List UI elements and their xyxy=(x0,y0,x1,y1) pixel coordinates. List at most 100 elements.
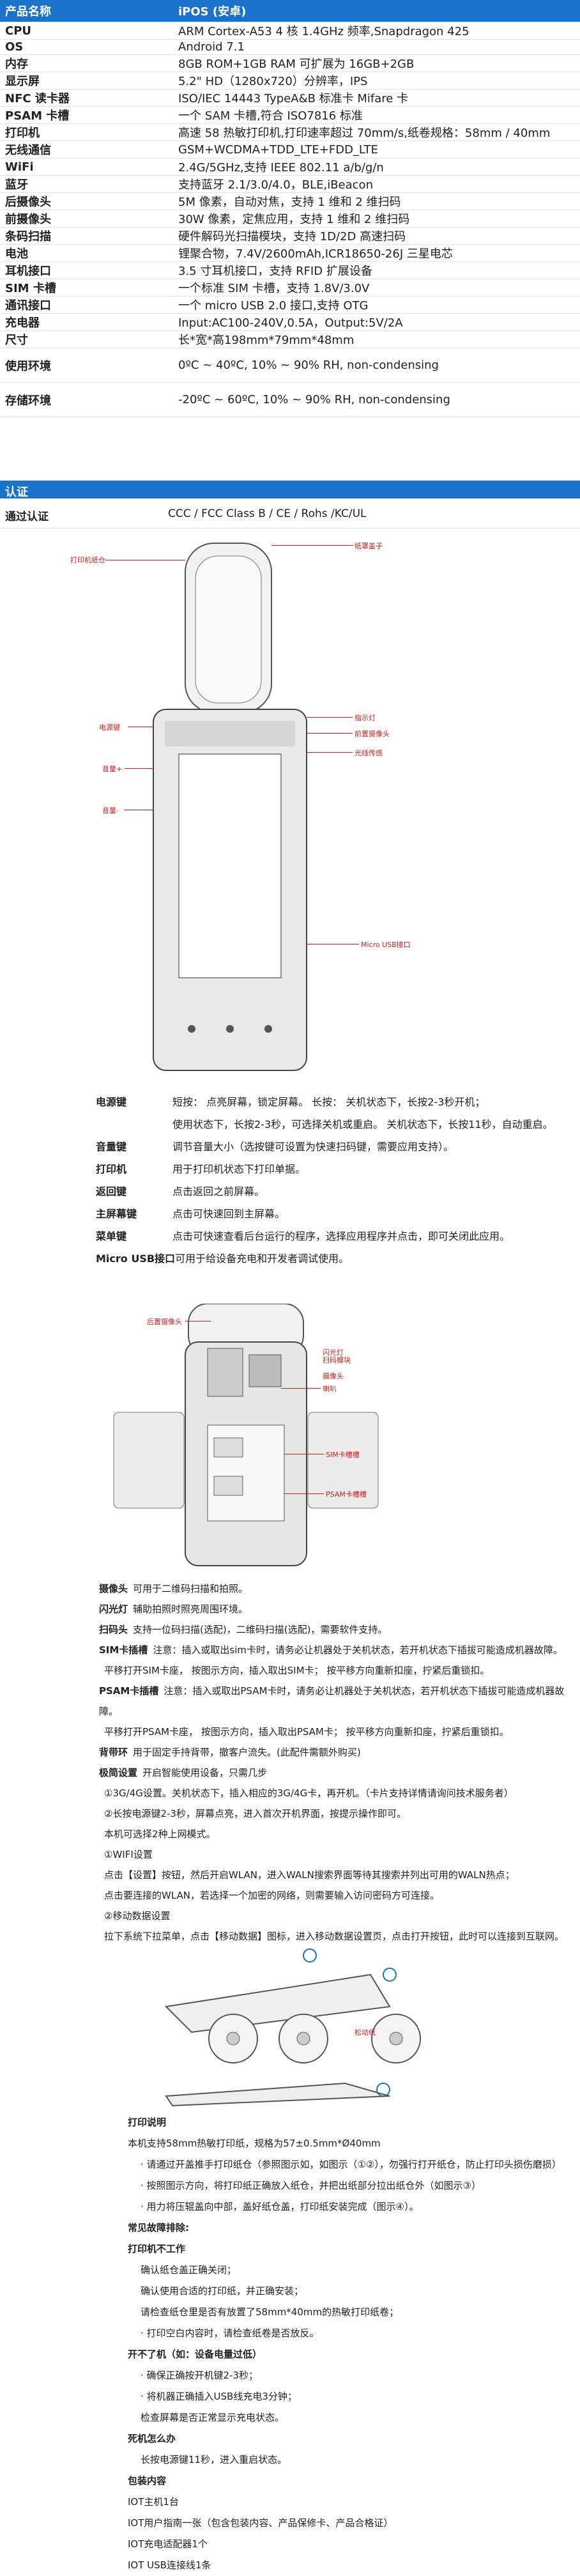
callout-micro-usb: Micro USB接口 xyxy=(361,941,411,949)
button-desc-title: 音量键 xyxy=(96,1141,127,1153)
note-title: 扫码头 xyxy=(99,1624,128,1635)
note-row: 平移打开PSAM卡座， 按图示方向，插入取出PSAM卡； 按平移方向重新扣座，拧… xyxy=(99,1722,565,1742)
spec-value: Android 7.1 xyxy=(173,39,580,55)
front-device-illustration xyxy=(153,543,307,1071)
spec-label: 使用环境 xyxy=(0,348,173,383)
spec-header-row: 产品名称 iPOS (安卓) xyxy=(0,0,580,22)
note-text: ①3G/4G设置。关机状态下，插入相应的3G/4G卡，再开机。（卡片支持详情请询… xyxy=(104,1787,514,1799)
callout-line xyxy=(307,944,359,945)
instruction-line: 检查屏幕是否正常显示充电状态。 xyxy=(141,2412,285,2423)
instruction-heading: 打印机不工作 xyxy=(128,2243,186,2255)
button-desc-row: 电源键短按： 点亮屏幕，锁定屏幕。 长按： 关机状态下，长按2-3秒开机； xyxy=(96,1091,569,1113)
spec-value: Input:AC100-240V,0.5A，Output:5V/2A xyxy=(173,313,580,331)
spec-row: SIM 卡槽一个标准 SIM 卡槽，支持 1.8V/3.0V xyxy=(0,279,580,297)
spec-header-label: 产品名称 xyxy=(0,0,173,22)
spec-value: 5.2" HD（1280x720）分辨率，IPS xyxy=(173,72,580,89)
button-desc-row: 音量键 调节音量大小（选按键可设置为快速扫码键，需要应用支持）。 xyxy=(96,1136,569,1158)
callout-line xyxy=(125,768,153,769)
button-desc-title: 打印机 xyxy=(96,1163,127,1175)
instruction-line: · 打印空白内容时，请检查纸卷是否放反。 xyxy=(141,2327,319,2339)
instruction-line: 长按电源键11秒，进入重启状态。 xyxy=(141,2454,287,2465)
instruction-heading: 开不了机（如：设备电量过低） xyxy=(128,2348,263,2360)
note-row: PSAM卡插槽注意：插入或取出PSAM卡时，请务必让机器处于关机状态，若开机状态… xyxy=(99,1681,565,1722)
spec-header-value: iPOS (安卓) xyxy=(173,0,580,22)
spec-value: 高速 58 热敏打印机,打印速率超过 70mm/s,纸卷规格：58mm / 40… xyxy=(173,123,580,141)
callout-speaker: 喇叭 xyxy=(323,1385,337,1393)
instruction-line: · 按照图示方向，将打印纸正确放入纸仓，并把出纸部分拉出纸仓外（如图示③） xyxy=(141,2180,481,2191)
callout-sim-slot: SIM卡槽槽 xyxy=(326,1451,360,1459)
spec-row: 蓝牙支持蓝牙 2.1/3.0/4.0，BLE,iBeacon xyxy=(0,175,580,193)
note-text: 点击【设置】按钮，然后开启WLAN，进入WALN搜索界面等待其搜索并列出可用的W… xyxy=(104,1869,515,1881)
button-desc-text: 调节音量大小（选按键可设置为快速扫码键，需要应用支持）。 xyxy=(172,1141,454,1153)
note-text: 开启智能使用设备，只需几步 xyxy=(142,1767,268,1778)
button-desc-row: 主屏幕键点击可快速回到主屏幕。 xyxy=(96,1203,569,1225)
note-text: 辅助拍照时照亮周围环境。 xyxy=(133,1603,248,1615)
button-desc-text: 用于打印机状态下打印单据。 xyxy=(172,1163,306,1175)
button-desc-text: 点击可快速回到主屏幕。 xyxy=(172,1208,286,1220)
note-row: ②移动数据设置 xyxy=(99,1906,565,1926)
spec-value: ARM Cortex-A53 4 核 1.4GHz 频率,Snapdragon … xyxy=(173,22,580,40)
instruction-line: IOT USB连接线1条 xyxy=(128,2559,211,2571)
button-desc-row: 使用状态下，长按2-3秒，可选择关机或重启。 关机状态下，长按11秒，自动重启。 xyxy=(96,1113,569,1136)
spec-value: 5M 像素，自动对焦，支持 1 维和 2 维扫码 xyxy=(173,192,580,210)
note-row: 本机可选择2种上网模式。 xyxy=(99,1824,565,1844)
spec-value: 一个标准 SIM 卡槽，支持 1.8V/3.0V xyxy=(173,279,580,297)
note-row: ①3G/4G设置。关机状态下，插入相应的3G/4G卡，再开机。（卡片支持详情请询… xyxy=(99,1783,565,1803)
note-text: 可用于二维码扫描和拍照。 xyxy=(133,1583,248,1594)
note-row: 扫码头支持一位码扫描(选配)，二维码扫描(选配)，需要软件支持。 xyxy=(99,1619,565,1640)
cert-value: CCC / FCC Class B / CE / Rohs /KC/UL xyxy=(168,507,367,520)
button-desc-row: 打印机 用于打印机状态下打印单据。 xyxy=(96,1158,569,1180)
note-text: ①WIFI设置 xyxy=(104,1849,153,1860)
spec-label: OS xyxy=(0,39,173,55)
button-desc-title: 菜单键 xyxy=(96,1230,127,1242)
note-title: 摄像头 xyxy=(99,1583,128,1594)
note-text: 本机可选择2种上网模式。 xyxy=(104,1828,216,1840)
cert-row: 通过认证 CCC / FCC Class B / CE / Rohs /KC/U… xyxy=(0,500,580,528)
spec-label: 电池 xyxy=(0,244,173,262)
note-row: 拉下系统下拉菜单，点击【移动数据】图标，进入移动数据设置页，点击打开按钮，此时可… xyxy=(99,1926,565,1947)
instruction-line: · 请通过开盖推手打印纸仓（参照图示如，如图示（①②），勿强行打开纸仓，防止打印… xyxy=(141,2159,561,2170)
note-row: ①WIFI设置 xyxy=(99,1844,565,1865)
note-row: 背带环用于固定手持背带，撤客户流失。(此配件需额外购买) xyxy=(99,1742,565,1762)
spec-value: 30W 像素，定焦应用，支持 1 维和 2 维扫码 xyxy=(173,210,580,228)
callout-line xyxy=(307,752,353,753)
note-text: 支持一位码扫描(选配)，二维码扫描(选配)，需要软件支持。 xyxy=(133,1624,388,1635)
callout-power-key: 电源键 xyxy=(99,723,120,732)
note-text: 平移打开SIM卡座， 按图示方向，插入取出SIM卡； 按平移方向重新扣座，拧紧后… xyxy=(104,1665,490,1676)
spec-value: ISO/IEC 14443 TypeA&B 标准卡 Mifare 卡 xyxy=(173,89,580,107)
spec-value: GSM+WCDMA+TDD_LTE+FDD_LTE xyxy=(173,141,580,158)
callout-loosen-paper: 松动纸 xyxy=(355,2028,376,2037)
button-desc-text: 使用状态下，长按2-3秒，可选择关机或重启。 关机状态下，长按11秒，自动重启。 xyxy=(172,1118,553,1130)
instruction-line: · 用力将压辊盖向中部，盖好纸仓盖，打印纸安装完成（图示④）。 xyxy=(141,2201,419,2212)
section-title: 认证 xyxy=(5,486,28,499)
instruction-line: 确认纸仓盖正确关闭； xyxy=(141,2264,237,2276)
callout-flash: 闪光灯 xyxy=(323,1348,344,1357)
note-row: 极简设置开启智能使用设备，只需几步 xyxy=(99,1762,565,1783)
callout-scan-module: 扫码模块 xyxy=(323,1356,351,1364)
button-descriptions: 电源键短按： 点亮屏幕，锁定屏幕。 长按： 关机状态下，长按2-3秒开机； 使用状… xyxy=(96,1091,569,1270)
instruction-line: · 确保正确按开机键2-3秒； xyxy=(141,2370,259,2381)
spec-row: 尺寸长*宽*高198mm*79mm*48mm xyxy=(0,330,580,348)
spec-label: 条码扫描 xyxy=(0,227,173,245)
instruction-line: · 将机器正确插入USB线充电3分钟； xyxy=(141,2391,297,2402)
note-row: ②长按电源键2-3秒，屏幕点亮，进入首次开机界面，按提示操作即可。 xyxy=(99,1803,565,1824)
instruction-heading: 打印说明 xyxy=(128,2117,167,2128)
button-desc-title: Micro USB接口 xyxy=(96,1253,176,1265)
button-desc-row: 返回键点击返回之前屏幕。 xyxy=(96,1180,569,1203)
spec-row: 通讯接口一个 micro USB 2.0 接口,支持 OTG xyxy=(0,296,580,314)
note-title: PSAM卡插槽 xyxy=(99,1685,159,1697)
spec-value: 硬件解码光扫描模块，支持 1D/2D 高速扫码 xyxy=(173,227,580,245)
spec-value: 一个 SAM 卡槽,符合 ISO7816 标准 xyxy=(173,106,580,124)
note-text: 用于固定手持背带，撤客户流失。(此配件需额外购买) xyxy=(133,1747,361,1758)
spec-label: 后摄像头 xyxy=(0,192,173,210)
front-diagram: 打印机纸仓 电源键 音量+ 音量- 纸罩盖子 指示灯 前置摄像头 光线传感 Mi… xyxy=(0,537,580,1080)
spec-value: 3.5 寸耳机接口，支持 RFID 扩展设备 xyxy=(173,261,580,279)
note-row: 点击【设置】按钮，然后开启WLAN，进入WALN搜索界面等待其搜索并列出可用的W… xyxy=(99,1865,565,1885)
